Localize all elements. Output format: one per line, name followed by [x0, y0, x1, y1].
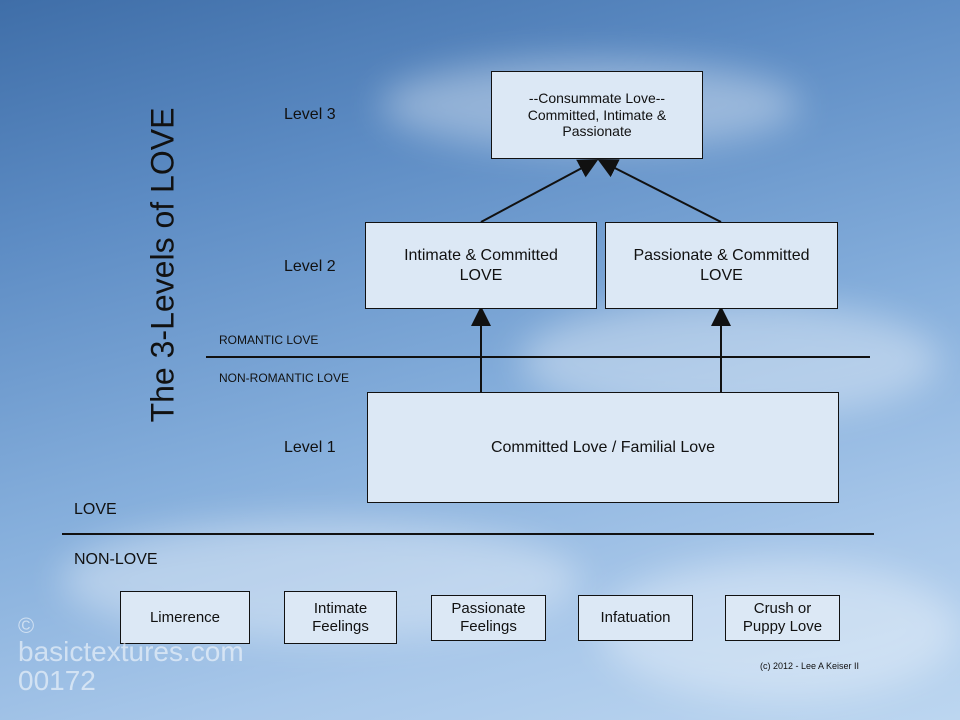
- consummate-line-3: Passionate: [562, 123, 632, 140]
- intimate-feelings-line-2: Feelings: [312, 617, 369, 635]
- intimate-feelings-box: Intimate Feelings: [284, 591, 397, 644]
- level-3-label: Level 3: [284, 106, 336, 123]
- non-love-label: NON-LOVE: [74, 551, 158, 568]
- level-2-label: Level 2: [284, 258, 336, 275]
- arrow-right-to-consummate: [597, 159, 722, 223]
- romantic-divider: [206, 356, 870, 358]
- limerence-box: Limerence: [120, 591, 250, 644]
- crush-line-1: Crush or: [753, 600, 812, 617]
- love-divider: [62, 533, 874, 535]
- consummate-line-1: --Consummate Love--: [528, 89, 666, 106]
- intimate-feelings-line-1: Intimate: [313, 599, 368, 617]
- consummate-line-2: Committed, Intimate &: [527, 106, 667, 123]
- crush-line-2: Puppy Love: [742, 618, 823, 635]
- watermark-site: basictextures.com: [18, 636, 244, 668]
- infatuation-box: Infatuation: [578, 595, 693, 641]
- committed-familial-box: Committed Love / Familial Love: [367, 392, 839, 503]
- copyright-text: (c) 2012 - Lee A Keiser II: [760, 661, 860, 671]
- infatuation-label: Infatuation: [600, 609, 671, 626]
- watermark: © basictextures.com 00172: [18, 614, 244, 696]
- limerence-label: Limerence: [149, 608, 221, 626]
- passionate-committed-line-2: LOVE: [700, 266, 743, 284]
- passionate-feelings-box: Passionate Feelings: [431, 595, 546, 641]
- consummate-love-box: --Consummate Love-- Committed, Intimate …: [491, 71, 703, 159]
- level-1-label: Level 1: [284, 439, 336, 456]
- passionate-committed-line-1: Passionate & Committed: [633, 247, 810, 265]
- intimate-committed-line-2: LOVE: [459, 266, 503, 284]
- watermark-symbol: ©: [18, 613, 35, 638]
- crush-box: Crush or Puppy Love: [725, 595, 840, 641]
- passionate-feelings-line-1: Passionate: [451, 600, 526, 617]
- intimate-committed-line-1: Intimate & Committed: [404, 247, 558, 265]
- passionate-feelings-line-2: Feelings: [460, 618, 517, 635]
- watermark-number: 00172: [18, 665, 96, 697]
- romantic-love-label: ROMANTIC LOVE: [219, 333, 319, 347]
- passionate-committed-box: Passionate & Committed LOVE: [605, 222, 838, 309]
- love-label: LOVE: [74, 501, 117, 518]
- non-romantic-love-label: NON-ROMANTIC LOVE: [219, 371, 350, 385]
- intimate-committed-box: Intimate & Committed LOVE: [365, 222, 597, 309]
- arrow-left-to-consummate: [480, 159, 599, 223]
